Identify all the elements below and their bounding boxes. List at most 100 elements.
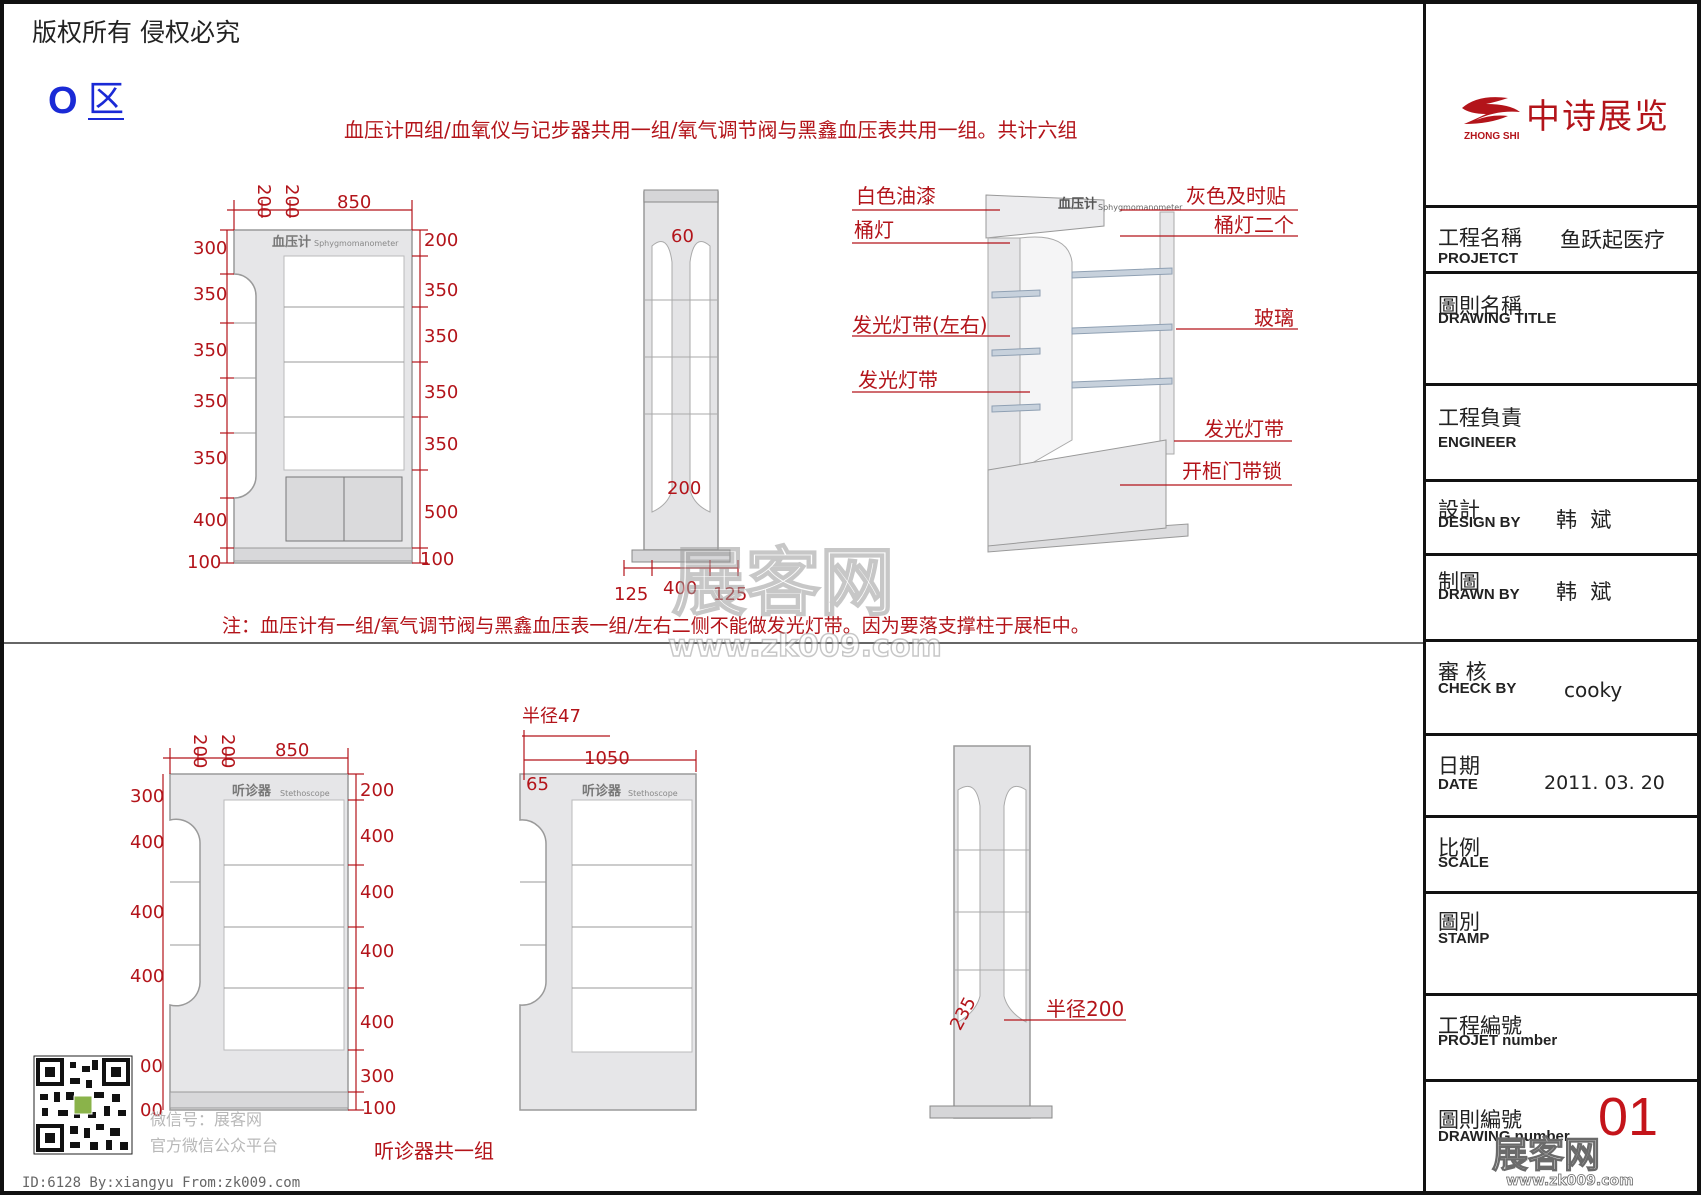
scale-label: 比例 bbox=[1438, 836, 1480, 860]
drawing-title-label: 圖則名稱 bbox=[1438, 294, 1522, 318]
cabinet-1-sign-en: Sphygmomanometer bbox=[314, 239, 399, 248]
project-number-label: 工程編號 bbox=[1438, 1014, 1522, 1038]
scale-cell: 比例 SCALE bbox=[1426, 818, 1700, 894]
c2-right-dim-3: 400 bbox=[360, 882, 394, 903]
qr-code bbox=[33, 1055, 133, 1155]
c2-top-dim-2: 200 bbox=[217, 734, 238, 768]
design-value: 韩 斌 bbox=[1556, 508, 1612, 532]
zone-word: 区 bbox=[88, 79, 125, 120]
date-label: 日期 bbox=[1438, 754, 1480, 778]
project-value: 鱼跃起医疗 bbox=[1560, 228, 1665, 252]
perspective-view: 血压计 Sphygmomanometer 白色油漆 桶灯 发光灯带(左右) 发光… bbox=[852, 184, 1298, 553]
c1-right-dim-7: 100 bbox=[420, 549, 454, 570]
persp-label-spotlight: 桶灯 bbox=[854, 218, 894, 242]
persp-sign-en: Sphygmomanometer bbox=[1098, 203, 1183, 212]
scale-label-en: SCALE bbox=[1438, 854, 1489, 871]
c2-right-dim-4: 400 bbox=[360, 941, 394, 962]
wechat-id: 微信号：展客网 bbox=[150, 1110, 263, 1129]
project-label: 工程名稱 bbox=[1438, 226, 1522, 250]
cabinet-3-front: 听诊器 Stethoscope 半径47 1050 65 bbox=[519, 706, 697, 1111]
c2-right-dim-6: 300 bbox=[360, 1066, 394, 1087]
c2-right-dim-7: 100 bbox=[362, 1098, 396, 1119]
side1-top-dim: 60 bbox=[671, 226, 694, 247]
stamp-label-en: STAMP bbox=[1438, 930, 1490, 947]
persp-label-led-strip-2: 发光灯带 bbox=[1204, 417, 1284, 441]
c2-top-dim-1: 200 bbox=[189, 734, 210, 768]
date-value: 2011. 03. 20 bbox=[1544, 772, 1665, 794]
engineer-label: 工程負責 bbox=[1438, 406, 1522, 430]
c1-top-dim-2: 200 bbox=[281, 184, 302, 218]
c2-right-dim-1: 200 bbox=[360, 780, 394, 801]
cabinet-3-corner: 65 bbox=[526, 774, 549, 795]
c2-right-dim-5: 400 bbox=[360, 1012, 394, 1033]
check-value: cooky bbox=[1564, 678, 1623, 702]
cabinet-2-sign-zh: 听诊器 bbox=[232, 783, 272, 799]
project-number-label-en: PROJET number bbox=[1438, 1032, 1558, 1049]
date-label-en: DATE bbox=[1438, 776, 1478, 793]
cabinet-3-radius: 半径47 bbox=[522, 706, 581, 727]
corner-watermark-url: www.zk009.com bbox=[1506, 1173, 1635, 1189]
mid-note: 注：血压计有一组/氧气调节阀与黑鑫血压表一组/左右二侧不能做发光灯带。因为要落支… bbox=[222, 615, 1090, 637]
c2-left-dim-1: 300 bbox=[130, 786, 164, 807]
stamp-cell: 圖別 STAMP bbox=[1426, 894, 1700, 996]
company-cell: ZHONG SHI 中诗展览 bbox=[1426, 4, 1700, 208]
stamp-label: 圖別 bbox=[1438, 910, 1480, 934]
project-cell: 工程名稱 PROJETCT 鱼跃起医疗 bbox=[1426, 208, 1700, 274]
persp-label-two-spotlights: 桶灯二个 bbox=[1214, 213, 1294, 237]
title-block: ZHONG SHI 中诗展览 工程名稱 PROJETCT 鱼跃起医疗 圖則名稱 … bbox=[1423, 4, 1700, 1191]
project-number-cell: 工程編號 PROJET number bbox=[1426, 996, 1700, 1082]
wechat-caption: 官方微信公众平台 bbox=[150, 1136, 279, 1155]
engineer-cell: 工程負責 ENGINEER bbox=[1426, 386, 1700, 482]
drawing-number-label: 圖則編號 bbox=[1438, 1108, 1522, 1132]
side1-base-dim-1: 125 bbox=[614, 584, 648, 605]
company-logo-icon bbox=[1462, 97, 1520, 124]
center-watermark: 展客网 www.zk009.com bbox=[667, 539, 942, 665]
watermark-url: www.zk009.com bbox=[668, 629, 942, 664]
date-cell: 日期 DATE 2011. 03. 20 bbox=[1426, 736, 1700, 818]
drawing-number-value: 01 bbox=[1598, 1087, 1659, 1147]
c1-left-dim-4: 350 bbox=[193, 391, 227, 412]
c2-left-dim-3: 400 bbox=[130, 902, 164, 923]
check-cell: 審 核 CHECK BY cooky bbox=[1426, 642, 1700, 736]
drawing-number-label-en: DRAWING number bbox=[1438, 1128, 1570, 1145]
persp-label-led-strip-lr: 发光灯带(左右) bbox=[852, 313, 988, 337]
cabinet-3-width: 1050 bbox=[584, 748, 630, 769]
c1-right-dim-3: 350 bbox=[424, 326, 458, 347]
c1-right-dim-2: 350 bbox=[424, 280, 458, 301]
design-cell: 設計 DESIGN BY 韩 斌 bbox=[1426, 482, 1700, 556]
cabinet-1-sign-zh: 血压计 bbox=[272, 234, 311, 250]
side-view-1: 60 200 125 400 125 bbox=[614, 189, 747, 605]
c2-top-dim-3: 850 bbox=[275, 740, 309, 761]
c1-right-dim-5: 350 bbox=[424, 434, 458, 455]
company-zh: 中诗展览 bbox=[1526, 97, 1670, 137]
project-label-en: PROJETCT bbox=[1438, 250, 1519, 267]
cabinet-2-sign-en: Stethoscope bbox=[280, 789, 330, 798]
c1-right-dim-6: 500 bbox=[424, 502, 458, 523]
drawing-number-cell: 圖則編號 DRAWING number 01 展客网 www.zk009.com bbox=[1426, 1082, 1700, 1191]
design-label: 設計 bbox=[1438, 498, 1480, 522]
drawing-area: 血压计 Sphygmomanometer 200 200 850 300 350… bbox=[4, 184, 1423, 1163]
drawing-title-label-en: DRAWING TITLE bbox=[1438, 310, 1557, 327]
c2-left-dim-4: 400 bbox=[130, 966, 164, 987]
zone-letter: O bbox=[48, 80, 78, 122]
design-label-en: DESIGN BY bbox=[1438, 514, 1521, 531]
persp-label-grey-sticker: 灰色及时贴 bbox=[1186, 184, 1286, 208]
copyright-notice: 版权所有 侵权必究 bbox=[32, 18, 240, 47]
check-label-en: CHECK BY bbox=[1438, 680, 1517, 697]
persp-label-glass: 玻璃 bbox=[1254, 306, 1294, 330]
c1-right-dim-1: 200 bbox=[424, 230, 458, 251]
c1-left-dim-3: 350 bbox=[193, 340, 227, 361]
c1-right-dim-4: 350 bbox=[424, 382, 458, 403]
cabinet-3-sign-zh: 听诊器 bbox=[582, 783, 622, 799]
footer-id: ID:6128 By:xiangyu From:zk009.com bbox=[22, 1175, 301, 1191]
c2-right-dim-2: 400 bbox=[360, 826, 394, 847]
engineer-label-en: ENGINEER bbox=[1438, 434, 1517, 451]
side-view-2: 235 半径200 bbox=[929, 745, 1126, 1119]
c2-left-dim-6: 00 bbox=[140, 1100, 163, 1121]
side2-radius: 半径200 bbox=[1046, 997, 1124, 1021]
c1-left-dim-6: 400 bbox=[193, 510, 227, 531]
cabinet-3-sign-en: Stethoscope bbox=[628, 789, 678, 798]
drawing-title-cell: 圖則名稱 DRAWING TITLE bbox=[1426, 274, 1700, 386]
cabinet-2-caption: 听诊器共一组 bbox=[374, 1139, 494, 1163]
company-en: ZHONG SHI bbox=[1464, 131, 1520, 142]
